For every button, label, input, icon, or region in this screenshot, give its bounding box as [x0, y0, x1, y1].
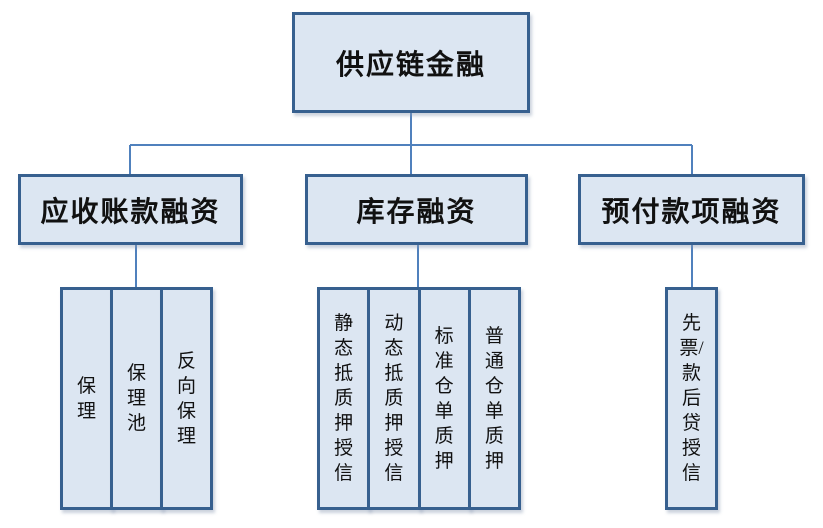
cell-pay-first-loan-later-credit-label: 先 票/ 款 后 贷 授 信: [679, 313, 704, 484]
group-receivables-children: 保 理 保 理 池 反 向 保 理: [60, 287, 213, 510]
node-inventory-financing-label: 库存融资: [356, 196, 477, 228]
node-prepayment-financing: 预付款项融资: [578, 174, 805, 245]
cell-dynamic-pledge-credit-label: 动 态 抵 质 押 授 信: [384, 313, 404, 484]
cell-ordinary-warehouse-receipt-pledge: 普 通 仓 单 质 押: [467, 287, 521, 510]
node-supply-chain-finance-label: 供应链金融: [335, 49, 486, 81]
node-prepayment-financing-label: 预付款项融资: [601, 196, 782, 228]
cell-dynamic-pledge-credit: 动 态 抵 质 押 授 信: [367, 287, 421, 510]
cell-factoring-pool: 保 理 池: [110, 287, 163, 510]
cell-static-pledge-credit-label: 静 态 抵 质 押 授 信: [334, 313, 354, 484]
group-prepayment-children: 先 票/ 款 后 贷 授 信: [665, 287, 718, 510]
node-accounts-receivable-financing: 应收账款融资: [18, 174, 243, 245]
cell-factoring-label: 保 理: [76, 375, 96, 422]
cell-pay-first-loan-later-credit: 先 票/ 款 后 贷 授 信: [665, 287, 718, 510]
cell-factoring: 保 理: [60, 287, 113, 510]
cell-reverse-factoring-label: 反 向 保 理: [176, 350, 196, 447]
node-supply-chain-finance: 供应链金融: [292, 12, 530, 113]
cell-factoring-pool-label: 保 理 池: [126, 363, 146, 434]
group-inventory-children: 静 态 抵 质 押 授 信 动 态 抵 质 押 授 信 标 准 仓 单 质 押 …: [317, 287, 521, 510]
cell-ordinary-warehouse-receipt-pledge-label: 普 通 仓 单 质 押: [484, 325, 504, 472]
cell-reverse-factoring: 反 向 保 理: [160, 287, 213, 510]
cell-standard-warehouse-receipt-pledge-label: 标 准 仓 单 质 押: [434, 325, 454, 472]
cell-standard-warehouse-receipt-pledge: 标 准 仓 单 质 押: [417, 287, 471, 510]
node-inventory-financing: 库存融资: [305, 174, 528, 245]
node-accounts-receivable-financing-label: 应收账款融资: [40, 196, 221, 228]
cell-static-pledge-credit: 静 态 抵 质 押 授 信: [317, 287, 371, 510]
